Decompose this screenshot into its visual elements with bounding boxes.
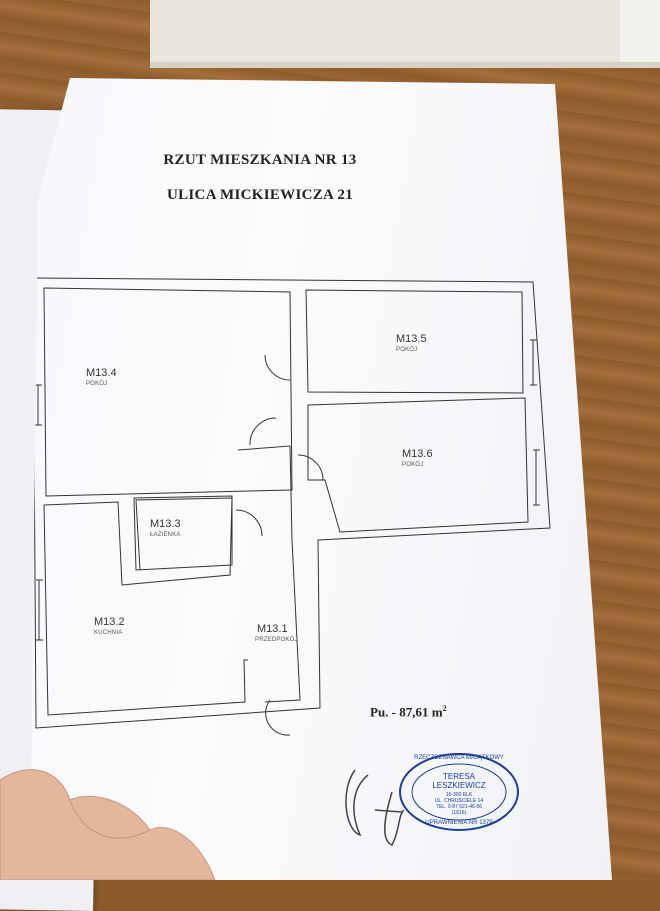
hand-shape [0,769,216,880]
room-m13-2-outline [43,504,248,716]
stamp-top-text: RZECZOZNAWCA MAJĄTKOWY [414,755,504,761]
room-m13-2-code: M13.2 [94,616,125,628]
stamp-addr1: 16-300 ELK [445,792,473,798]
stamp-name1: TERESA [442,772,475,781]
door-swing [297,454,324,481]
room-m13-3-outline [133,495,233,571]
bathroom-wall [43,497,233,586]
door-swing [235,509,263,537]
signature-stroke [345,769,405,846]
window [533,449,540,506]
stamp-addr4: (1616) [451,810,467,816]
room-m13-4-code: M13.4 [86,367,117,379]
document-page: RZUT MIESZKANIA NR 13 ULICA MICKIEWICZA … [30,78,612,880]
stamp-addr3: TEL. 0-87 621-46-56 [435,804,483,810]
room-m13-6-name: POKÓJ [402,462,424,468]
document-subtitle: ULICA MICKIEWICZA 21 [166,187,354,203]
room-m13-5-code: M13.5 [396,333,427,345]
usable-area: Pu. - 87,61 m2 [370,704,447,720]
room-m13-6-code: M13.6 [402,448,433,460]
window-frame [150,0,660,68]
room-m13-5-outline [305,289,524,394]
stamp-addr2: UL. CHRUŚCIELE 14 [434,798,484,804]
room-m13-3-code: M13.3 [150,518,181,530]
room-m13-4-outline [43,287,293,497]
door-swing [264,354,291,381]
stamp-name2: LESZKIEWICZ [432,781,486,790]
room-m13-1-outline [237,445,301,703]
signature [345,769,405,846]
document-title: RZUT MIESZKANIA NR 13 [163,152,357,168]
window [35,384,42,426]
door-swing [265,699,291,736]
door-swing [249,417,277,446]
usable-area-value: Pu. - 87,61 m [370,704,443,720]
outer-wall [32,277,551,729]
room-m13-6-outline [307,397,529,533]
window [36,579,43,641]
window [530,339,537,386]
stamp-inner-ring [411,763,507,821]
appraiser-stamp: RZECZOZNAWCA MAJĄTKOWY TERESA LESZKIEWIC… [398,752,520,832]
area-unit-exponent: 2 [442,704,447,713]
floor-plan [32,277,551,736]
room-m13-2-name: KUCHNIA [94,630,123,636]
stamp-ring [399,753,519,831]
room-m13-3-name: ŁAZIENKA [150,532,181,538]
stamp-bottom-text: UPRAWNIENIA NR 1379 [425,820,493,826]
finger-crease [69,799,151,839]
stamp-outer-ring [399,753,519,831]
room-m13-1-name: PRZEDPOKÓJ [255,637,298,643]
hand [0,769,216,880]
room-m13-5-name: POKÓJ [396,347,418,353]
room-m13-1-code: M13.1 [257,623,288,635]
room-m13-4-name: POKÓJ [86,381,108,387]
